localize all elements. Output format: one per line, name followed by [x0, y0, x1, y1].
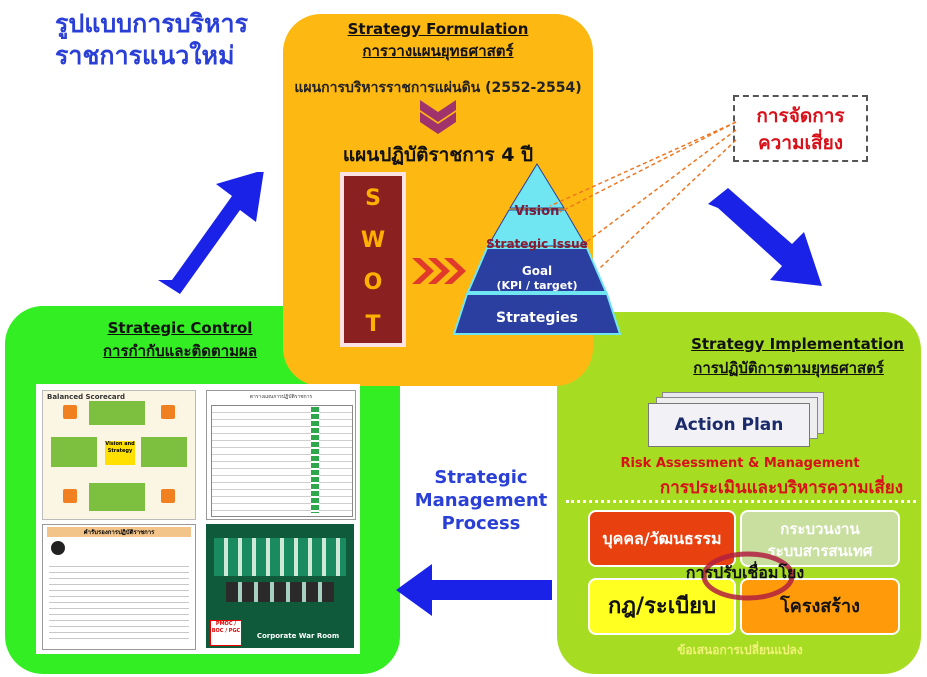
report-table-thumbnail: ตารางแผนการปฏิบัติราชการ	[206, 390, 356, 520]
risk-management-line1: การจัดการ	[756, 105, 845, 127]
swot-s: S	[365, 186, 381, 211]
report-status-column	[311, 407, 319, 513]
process-line2: Management	[414, 490, 548, 511]
war-room-screens	[214, 538, 346, 576]
change-proposal: ข้อเสนอการเปลี่ยนแปลง	[677, 643, 803, 657]
process-box-line2: ระบบสารสนเทศ	[767, 542, 873, 560]
scorecard-box-bottom	[89, 483, 145, 511]
left-arrow	[396, 564, 552, 616]
war-room-badge: PMOC / BOC / PGC	[210, 620, 242, 646]
war-room-desks	[226, 582, 334, 602]
form-text-lines	[49, 561, 189, 643]
structure-box: โครงสร้าง	[740, 578, 900, 635]
form-title: คำรับรองการปฏิบัติราชการ	[47, 527, 191, 537]
pyramid-goal-sub: (KPI / target)	[496, 279, 578, 292]
swot-box: S W O T	[340, 172, 406, 347]
risk-assessment-en: Risk Assessment & Management	[620, 456, 860, 471]
pyramid-goal: Goal	[521, 264, 553, 278]
risk-assessment-th: การประเมินและบริหารความเสี่ยง	[659, 478, 903, 498]
chevron-down-icon	[420, 100, 456, 134]
scorecard-arrow-icon	[63, 489, 77, 503]
swot-t: T	[365, 312, 381, 337]
dotted-divider	[566, 500, 916, 503]
report-table	[211, 405, 353, 517]
balanced-scorecard-thumbnail: Balanced Scorecard Vision and Strategy	[42, 390, 196, 520]
people-culture-box: บุคคล/วัฒนธรรม	[588, 510, 736, 567]
main-title-line2: ราชการแนวใหม่	[55, 41, 235, 70]
pyramid-strategies: Strategies	[496, 310, 578, 326]
scorecard-box-top	[89, 401, 145, 425]
main-title: รูปแบบการบริหาร ราชการแนวใหม่	[55, 8, 295, 72]
process-box-line1: กระบวนงาน	[780, 520, 860, 538]
formulation-heading-en: Strategy Formulation	[347, 20, 529, 38]
main-title-line1: รูปแบบการบริหาร	[55, 9, 248, 38]
risk-link-arrows	[549, 121, 737, 269]
scorecard-box-right	[141, 437, 187, 467]
scorecard-title: Balanced Scorecard	[47, 393, 126, 401]
implementation-heading-en: Strategy Implementation	[691, 335, 904, 353]
action-plan-stack: Action Plan	[648, 392, 824, 448]
down-right-arrow	[708, 188, 822, 286]
control-heading-th: การกำกับและติดตามผล	[102, 342, 258, 360]
up-right-arrow	[158, 172, 264, 294]
scorecard-arrow-icon	[63, 405, 77, 419]
scorecard-arrow-icon	[161, 489, 175, 503]
swot-o: O	[363, 270, 383, 295]
report-title: ตารางแผนการปฏิบัติราชการ	[249, 394, 313, 400]
swot-w: W	[360, 228, 386, 253]
risk-management-box: การจัดการ ความเสี่ยง	[733, 95, 868, 162]
scorecard-box-left	[51, 437, 97, 467]
national-plan: แผนการบริหารราชการแผ่นดิน (2552-2554)	[294, 80, 582, 96]
triple-chevron-right-icon	[412, 258, 466, 284]
process-label: Strategic Management Process	[400, 466, 562, 535]
process-line3: Process	[441, 513, 521, 534]
pyramid-vision: Vision	[514, 204, 560, 219]
implementation-heading-th: การปฏิบัติการตามยุทธศาสตร์	[693, 359, 884, 377]
link-ring	[701, 551, 795, 601]
control-documents: Balanced Scorecard Vision and Strategy ต…	[36, 384, 360, 654]
formulation-heading-th: การวางแผนยุทธศาสตร์	[362, 42, 514, 60]
process-line1: Strategic	[434, 467, 528, 488]
action-plan: Action Plan	[648, 403, 810, 447]
scorecard-arrow-icon	[161, 405, 175, 419]
war-room-thumbnail: PMOC / BOC / PGC Corporate War Room	[206, 524, 354, 648]
control-heading-en: Strategic Control	[107, 319, 253, 337]
pyramid-strategic-issue: Strategic Issue	[486, 237, 588, 251]
scorecard-center: Vision and Strategy	[105, 441, 135, 465]
strategy-pyramid: Vision Strategic Issue Goal (KPI / targe…	[452, 160, 622, 338]
emblem-icon	[51, 541, 65, 555]
four-year-plan: แผนปฏิบัติราชการ 4 ปี	[342, 144, 534, 166]
war-room-label: Corporate War Room	[256, 632, 340, 640]
pyramid-shape	[452, 163, 622, 335]
link-label: การปรับเชื่อมโยง	[685, 563, 805, 582]
risk-management-line2: ความเสี่ยง	[757, 132, 844, 154]
agreement-form-thumbnail: คำรับรองการปฏิบัติราชการ	[42, 524, 196, 650]
